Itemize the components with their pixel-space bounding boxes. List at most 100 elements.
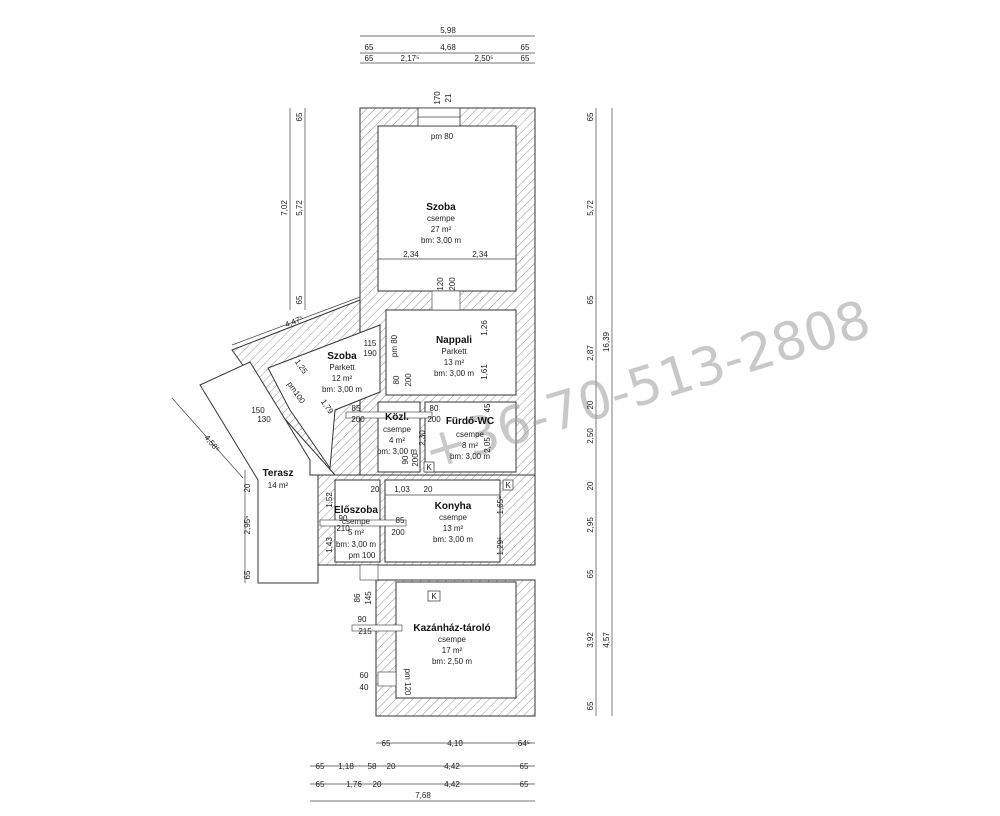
top-r2-d: 65 xyxy=(521,54,530,63)
furdo-area: 8 m² xyxy=(462,441,478,450)
right-total: 16,39 xyxy=(602,331,611,352)
furdo-side-45: 45 xyxy=(483,403,492,412)
top-r2-c: 2,50⁵ xyxy=(475,54,494,63)
nappali-height: bm: 3,00 m xyxy=(434,369,474,378)
kazan-door-90: 90 xyxy=(358,615,367,624)
bot-r1-a: 65 xyxy=(382,739,391,748)
left-inner-1: 5,72 xyxy=(295,200,304,216)
terasz-area: 14 m² xyxy=(268,481,289,490)
furdo-height: bm: 3,00 m xyxy=(450,452,490,461)
right-seg-10: 65 xyxy=(586,701,595,710)
door-kozl xyxy=(345,411,433,419)
szoba2-floor: Parkett xyxy=(329,363,355,372)
bot-r3-e: 65 xyxy=(520,780,529,789)
bot-r1-c: 64⁵ xyxy=(518,739,530,748)
kazan-door-215: 215 xyxy=(358,627,372,636)
bot-r2-d: 20 xyxy=(387,762,396,771)
konyha-area: 13 m² xyxy=(443,524,464,533)
kazan-window-40: 40 xyxy=(360,683,369,692)
kozl-door-right-80: 80 xyxy=(430,404,439,413)
konyha-top-20a: 20 xyxy=(371,485,380,494)
top-total: 5,98 xyxy=(440,26,456,35)
kazan-window-60: 60 xyxy=(360,671,369,680)
k-mark-1: K xyxy=(426,463,432,472)
bot-r2-e: 4,42 xyxy=(444,762,460,771)
eloszoba-height: bm: 3,00 m xyxy=(336,540,376,549)
room1-width-l: 2,34 xyxy=(403,250,419,259)
room-furdo xyxy=(424,401,517,473)
top-r1-c: 65 xyxy=(521,43,530,52)
konyha-name: Konyha xyxy=(435,501,472,512)
top-r1-a: 65 xyxy=(365,43,374,52)
pm-eloszoba: pm 100 xyxy=(349,551,376,560)
konyha-side-1: 1,65⁵ xyxy=(496,496,505,515)
konyha-side-2: 1,29⁵ xyxy=(496,537,505,556)
bot-r3-d: 4,42 xyxy=(444,780,460,789)
kazanhaz-height: bm: 2,50 m xyxy=(432,657,472,666)
right-lower: 4,57 xyxy=(602,632,611,648)
szoba2-name: Szoba xyxy=(327,351,357,362)
right-seg-9: 3,92 xyxy=(586,632,595,648)
pm-kazan: pm 120 xyxy=(403,669,412,696)
nappali-name: Nappali xyxy=(436,335,472,346)
eloszoba-door-210: 210 xyxy=(336,524,350,533)
door-nappali-200: 200 xyxy=(448,277,457,291)
kozl-door-right-200: 200 xyxy=(427,415,441,424)
top-dimensions: 5,98 65 4,68 65 65 2,17⁵ 2,50⁵ 65 xyxy=(365,26,530,63)
terasz-name: Terasz xyxy=(263,468,294,479)
bottom-dimensions: 65 4,10 64⁵ 65 1,18 58 20 4,42 65 65 1,7… xyxy=(316,739,531,800)
dimension-lines xyxy=(171,35,613,802)
pm-szoba2: pm 80 xyxy=(390,334,399,357)
konyha-top-20b: 20 xyxy=(424,485,433,494)
bot-r3-b: 1,76 xyxy=(346,780,362,789)
konyha-height: bm: 3,00 m xyxy=(433,535,473,544)
door-nappali-120: 120 xyxy=(436,277,445,291)
furdo-floor: csempe xyxy=(456,430,485,439)
eloszoba-side-143: 1,43 xyxy=(325,537,334,553)
left-outer: 7,02 xyxy=(280,200,289,216)
kazanhaz-floor: csempe xyxy=(438,635,467,644)
nappali-floor: Parkett xyxy=(441,347,467,356)
kozl-height: bm: 3,00 m xyxy=(377,447,417,456)
rooms xyxy=(199,107,517,699)
opening-labels: 170 21 pm 80 2,34 2,34 120 200 1,26 1,61… xyxy=(251,91,511,696)
kozl-door-left-85: 85 xyxy=(352,404,361,413)
bot-r2-c: 58 xyxy=(368,762,377,771)
bot-r3-c: 20 xyxy=(373,780,382,789)
nappali-side-2: 1,61 xyxy=(480,364,489,380)
furdo-side-205: 2,05 xyxy=(483,437,492,453)
szoba2-door-150: 150 xyxy=(251,406,265,415)
room-labels: Szoba csempe 27 m² bm: 3,00 m Nappali Pa… xyxy=(263,202,495,666)
right-seg-5: 2,50 xyxy=(586,428,595,444)
pm-top: pm 80 xyxy=(431,132,454,141)
konyha-floor: csempe xyxy=(439,513,468,522)
kozl-inner-230: 2,30 xyxy=(418,430,427,446)
top-r2-b: 2,17⁵ xyxy=(401,54,420,63)
right-seg-2: 65 xyxy=(586,295,595,304)
eloszoba-name: Előszoba xyxy=(334,505,378,516)
kozl-area: 4 m² xyxy=(389,436,405,445)
right-seg-7: 2,95 xyxy=(586,517,595,533)
door-nappali xyxy=(431,290,461,311)
kozl-name: Közl. xyxy=(385,412,409,423)
door-szoba2-115: 115 xyxy=(364,339,377,348)
room1-width-r: 2,34 xyxy=(472,250,488,259)
nappali-area: 13 m² xyxy=(444,358,465,367)
kozl-inner-90: 90 xyxy=(401,455,410,464)
window-top-21: 21 xyxy=(444,93,453,102)
left-inner-0: 65 xyxy=(295,112,304,121)
szoba1-floor: csempe xyxy=(427,214,456,223)
kazan-side-86: 86 xyxy=(353,593,362,602)
konyha-top-103: 1,03 xyxy=(394,485,410,494)
k-mark-3: K xyxy=(431,592,437,601)
eloszoba-floor: csempe xyxy=(342,517,371,526)
szoba1-area: 27 m² xyxy=(431,225,452,234)
top-r2-a: 65 xyxy=(365,54,374,63)
szoba2-area: 12 m² xyxy=(332,374,353,383)
right-seg-4: 20 xyxy=(586,400,595,409)
szoba1-height: bm: 3,00 m xyxy=(421,236,461,245)
furdo-name: Fürdő-WC xyxy=(446,416,494,427)
kazanhaz-area: 17 m² xyxy=(442,646,463,655)
terasz-side-0: 20 xyxy=(243,483,252,492)
